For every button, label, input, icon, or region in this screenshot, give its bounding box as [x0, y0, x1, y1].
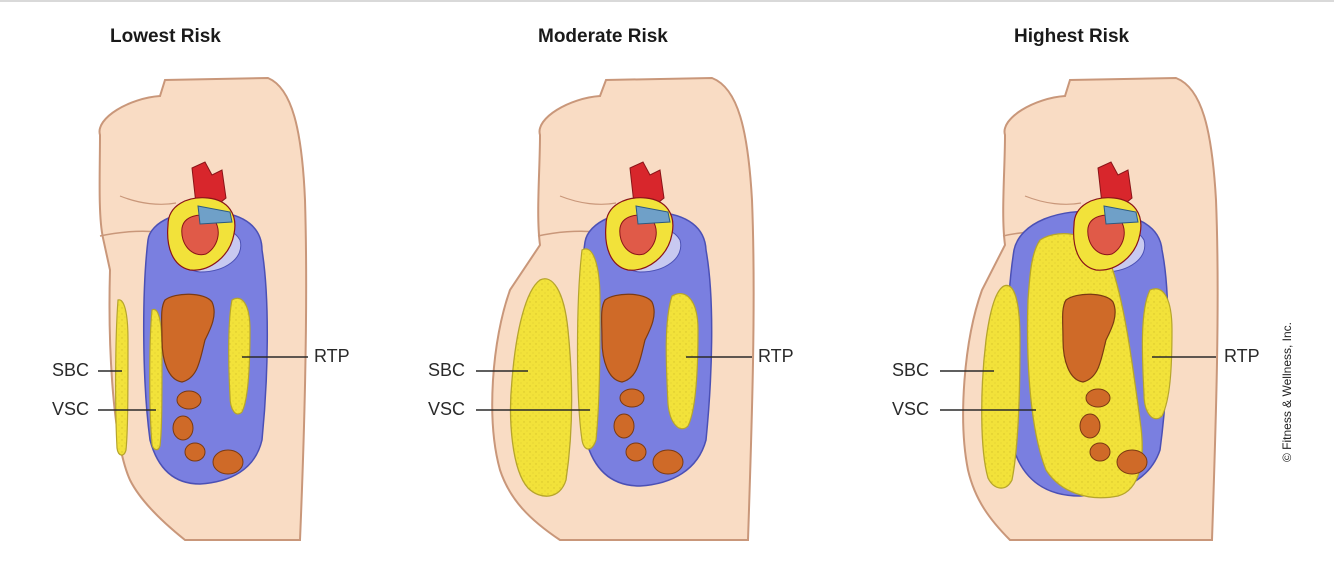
vsc-label-moderate-risk: VSC	[428, 399, 465, 420]
visceral-fat-lowest-risk	[150, 309, 162, 449]
rtp-label-highest-risk: RTP	[1224, 346, 1260, 367]
visceral-fat-moderate-risk	[578, 249, 601, 449]
sbc-label-moderate-risk: SBC	[428, 360, 465, 381]
retroperitoneal-fat-highest-risk	[1142, 289, 1172, 419]
retroperitoneal-fat-moderate-risk	[666, 294, 698, 429]
sbc-label-highest-risk: SBC	[892, 360, 929, 381]
copyright-notice: © Fitness & Wellness, Inc.	[1280, 322, 1294, 462]
vsc-label-highest-risk: VSC	[892, 399, 929, 420]
rtp-label-lowest-risk: RTP	[314, 346, 350, 367]
retroperitoneal-fat-lowest-risk	[229, 298, 250, 414]
sbc-label-lowest-risk: SBC	[52, 360, 89, 381]
subcutaneous-fat-lowest-risk	[116, 300, 128, 455]
vsc-label-lowest-risk: VSC	[52, 399, 89, 420]
rtp-label-moderate-risk: RTP	[758, 346, 794, 367]
